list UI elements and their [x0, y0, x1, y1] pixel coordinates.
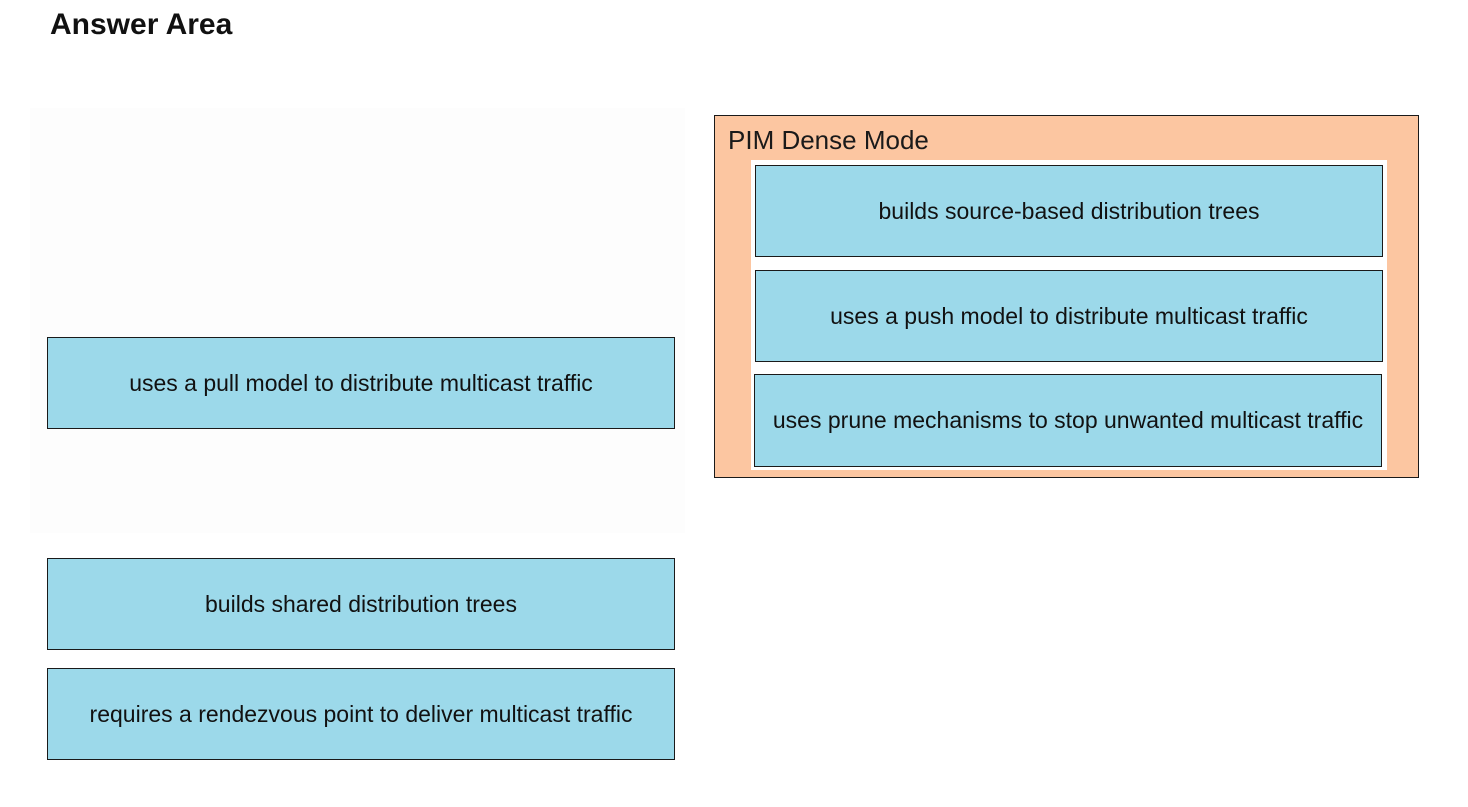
answer-label: builds source-based distribution trees — [878, 197, 1260, 224]
answer-area-title: Answer Area — [50, 8, 233, 41]
answer-label: requires a rendezvous point to deliver m… — [89, 700, 633, 727]
answer-label: uses a pull model to distribute multicas… — [129, 369, 593, 396]
source-panel — [30, 108, 685, 533]
answer-label: builds shared distribution trees — [205, 590, 517, 617]
target-slots: builds source-based distribution trees u… — [751, 160, 1387, 470]
target-label: PIM Dense Mode — [728, 125, 929, 155]
draggable-answer-rendezvous-point[interactable]: requires a rendezvous point to deliver m… — [47, 668, 675, 760]
placed-answer-push-model[interactable]: uses a push model to distribute multicas… — [755, 270, 1383, 362]
target-drop-zone-pim-dense-mode[interactable]: PIM Dense Mode builds source-based distr… — [714, 115, 1419, 478]
answer-label: uses a push model to distribute multicas… — [830, 302, 1308, 329]
answer-label: uses prune mechanisms to stop unwanted m… — [772, 407, 1364, 433]
placed-answer-source-based-trees[interactable]: builds source-based distribution trees — [755, 165, 1383, 257]
draggable-answer-pull-model[interactable]: uses a pull model to distribute multicas… — [47, 337, 675, 429]
placed-answer-prune-mechanisms[interactable]: uses prune mechanisms to stop unwanted m… — [754, 374, 1382, 467]
draggable-answer-shared-trees[interactable]: builds shared distribution trees — [47, 558, 675, 650]
